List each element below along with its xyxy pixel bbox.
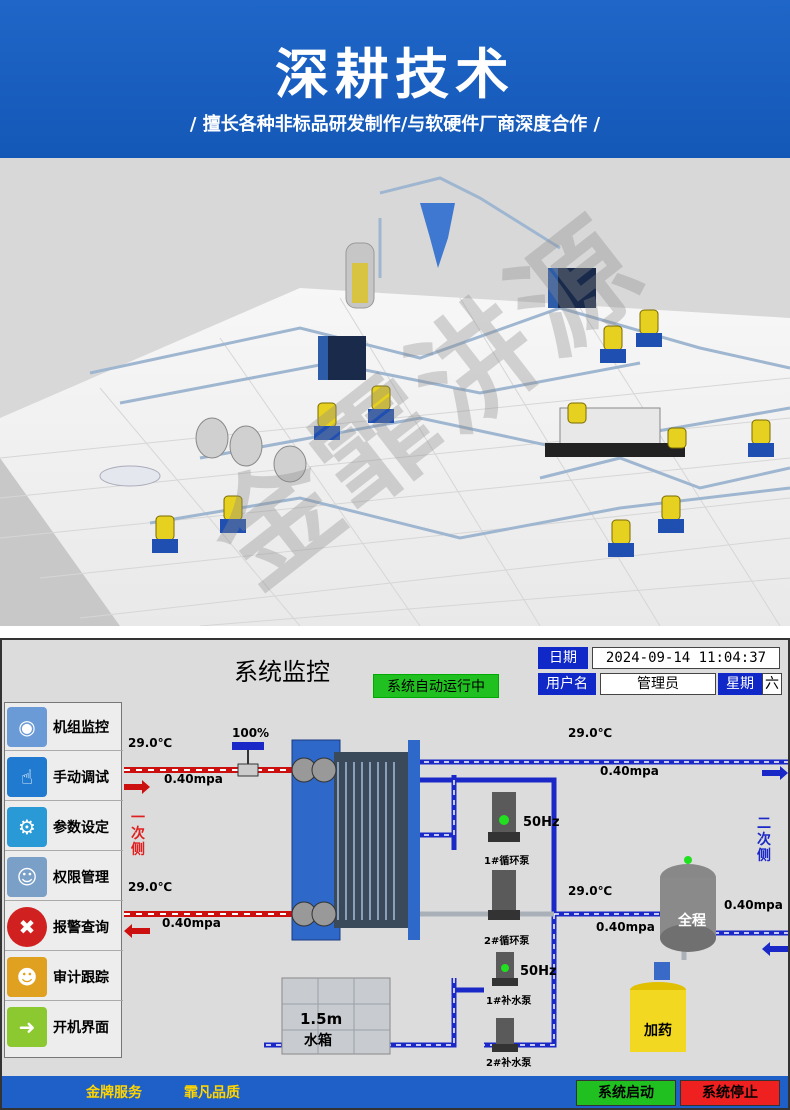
flow-arrow-in-icon <box>124 780 150 794</box>
footer-slogan-2: 霏凡品质 <box>184 1085 240 1101</box>
secondary-side-label: 二次侧 <box>757 816 771 864</box>
monitor-icon: ◉ <box>7 706 47 747</box>
hand-icon: ☝ <box>7 756 47 797</box>
bottom-bar: 金牌服务 霏凡品质 系统启动 系统停止 <box>2 1076 788 1108</box>
makeup-pump1-frequency: 50Hz <box>520 964 557 979</box>
makeup-pump-2[interactable] <box>492 1018 518 1052</box>
plant-render-image <box>0 158 790 626</box>
makeup-pump1-label: 1#补水泵 <box>486 996 532 1007</box>
primary-return-pressure: 0.40mpa <box>162 916 221 930</box>
pump2-label: 2#循环泵 <box>484 936 530 947</box>
top-banner: 深耕技术 / 擅长各种非标品研发制作/与软硬件厂商深度合作 / <box>0 0 790 158</box>
user-label: 用户名 <box>538 673 596 695</box>
worker-icon: ☻ <box>7 956 47 997</box>
menu-manual-debug[interactable]: ☝ 手动调试 <box>5 753 123 801</box>
dosing-tank-label: 加药 <box>644 1023 672 1039</box>
week-label: 星期 <box>718 673 762 695</box>
menu-label: 参数设定 <box>53 819 109 836</box>
pressure-tank <box>660 856 716 952</box>
side-menu: ◉ 机组监控 ☝ 手动调试 ⚙ 参数设定 ☺ 权限管理 ✖ 报警查询 ☻ 审计跟… <box>4 702 123 1058</box>
system-stop-button[interactable]: 系统停止 <box>680 1080 780 1106</box>
process-diagram <box>124 739 788 1055</box>
date-label: 日期 <box>538 647 588 669</box>
run-status-indicator: 系统自动运行中 <box>373 674 499 698</box>
alarm-icon: ✖ <box>7 906 47 947</box>
screen-title: 系统监控 <box>234 658 330 686</box>
menu-permission-management[interactable]: ☺ 权限管理 <box>5 853 123 901</box>
valve-opening: 100% <box>232 726 270 740</box>
pump1-frequency: 50Hz <box>523 815 560 830</box>
secondary-supply-pressure: 0.40mpa <box>600 764 659 778</box>
menu-label: 机组监控 <box>53 719 109 736</box>
banner-title: 深耕技术 <box>275 43 515 106</box>
menu-label: 报警查询 <box>53 919 109 936</box>
banner-subtitle: / 擅长各种非标品研发制作/与软硬件厂商深度合作 / <box>189 114 601 135</box>
footer-slogan-1: 金牌服务 <box>86 1085 142 1101</box>
secondary-return-temp: 29.0℃ <box>568 884 613 898</box>
flow-arrow-out-icon <box>124 924 150 938</box>
users-icon: ☺ <box>7 856 47 897</box>
primary-supply-pressure: 0.40mpa <box>164 772 223 786</box>
circulation-pump-1[interactable] <box>488 792 520 842</box>
primary-supply-temp: 29.0℃ <box>128 736 173 750</box>
menu-label: 权限管理 <box>53 869 109 886</box>
water-tank-label: 水箱 <box>304 1033 332 1049</box>
flow-arrow-secondary-in-icon <box>762 942 788 956</box>
menu-audit-trail[interactable]: ☻ 审计跟踪 <box>5 953 123 1001</box>
dosing-tank <box>630 962 686 1052</box>
menu-label: 审计跟踪 <box>53 969 109 986</box>
primary-side-label: 一次侧 <box>131 810 145 858</box>
circulation-pump-2[interactable] <box>488 870 520 920</box>
menu-alarm-query[interactable]: ✖ 报警查询 <box>5 903 123 951</box>
week-value: 六 <box>762 673 782 695</box>
pump1-label: 1#循环泵 <box>484 856 530 867</box>
makeup-pump-1[interactable] <box>492 952 518 986</box>
secondary-return-pressure: 0.40mpa <box>596 920 655 934</box>
scada-panel: 系统监控 系统自动运行中 日期 2024-09-14 11:04:37 用户名 … <box>0 638 790 1110</box>
menu-parameter-settings[interactable]: ⚙ 参数设定 <box>5 803 123 851</box>
gear-icon: ⚙ <box>7 806 47 847</box>
pressure-tank-label: 全程 <box>678 913 706 929</box>
user-value[interactable]: 管理员 <box>600 673 716 695</box>
tank-pressure: 0.40mpa <box>724 898 783 912</box>
date-value: 2024-09-14 11:04:37 <box>592 647 780 669</box>
secondary-supply-temp: 29.0℃ <box>568 726 613 740</box>
water-tank-size: 1.5m <box>300 1010 343 1028</box>
makeup-pump2-label: 2#补水泵 <box>486 1058 532 1069</box>
menu-label: 开机界面 <box>53 1020 109 1036</box>
control-valve[interactable] <box>232 742 264 777</box>
primary-return-temp: 29.0℃ <box>128 880 173 894</box>
water-tank <box>281 977 391 1055</box>
menu-unit-monitor[interactable]: ◉ 机组监控 <box>5 703 123 751</box>
arrow-icon: ➜ <box>7 1007 47 1047</box>
flow-arrow-secondary-out-icon <box>762 766 788 780</box>
plant-3d-render: 金霏汫源 <box>0 158 790 626</box>
plate-heat-exchanger <box>291 739 420 941</box>
menu-label: 手动调试 <box>53 769 109 786</box>
system-start-button[interactable]: 系统启动 <box>576 1080 676 1106</box>
menu-startup-screen[interactable]: ➜ 开机界面 <box>5 1003 123 1051</box>
